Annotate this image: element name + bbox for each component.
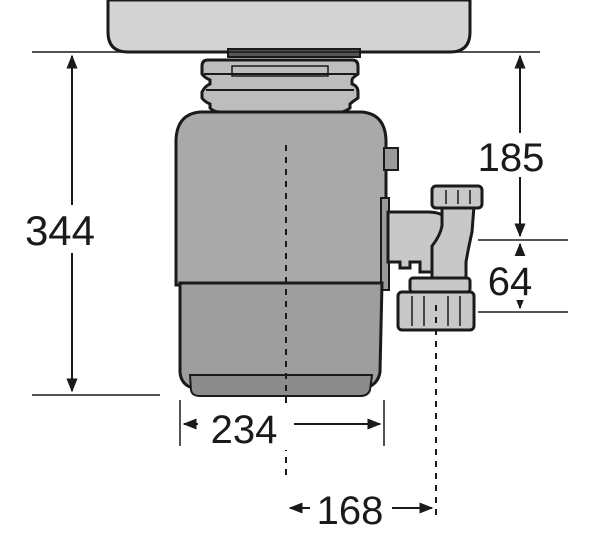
switch-box (383, 147, 399, 171)
disposal-body-upper (174, 110, 388, 287)
disposal-base-rim (188, 374, 374, 397)
trap-collar (408, 276, 472, 294)
dim-label-168: 168 (317, 489, 384, 533)
sink-flange (227, 48, 361, 58)
mounting-ring (200, 58, 360, 114)
trap-top-nut (430, 184, 484, 210)
dim-label-185: 185 (478, 136, 545, 180)
disposal-body-lower (178, 281, 384, 390)
sink-bowl (106, 0, 472, 54)
dim-label-344: 344 (25, 207, 95, 254)
dim-label-234: 234 (211, 408, 278, 452)
dim-label-64: 64 (488, 260, 533, 304)
